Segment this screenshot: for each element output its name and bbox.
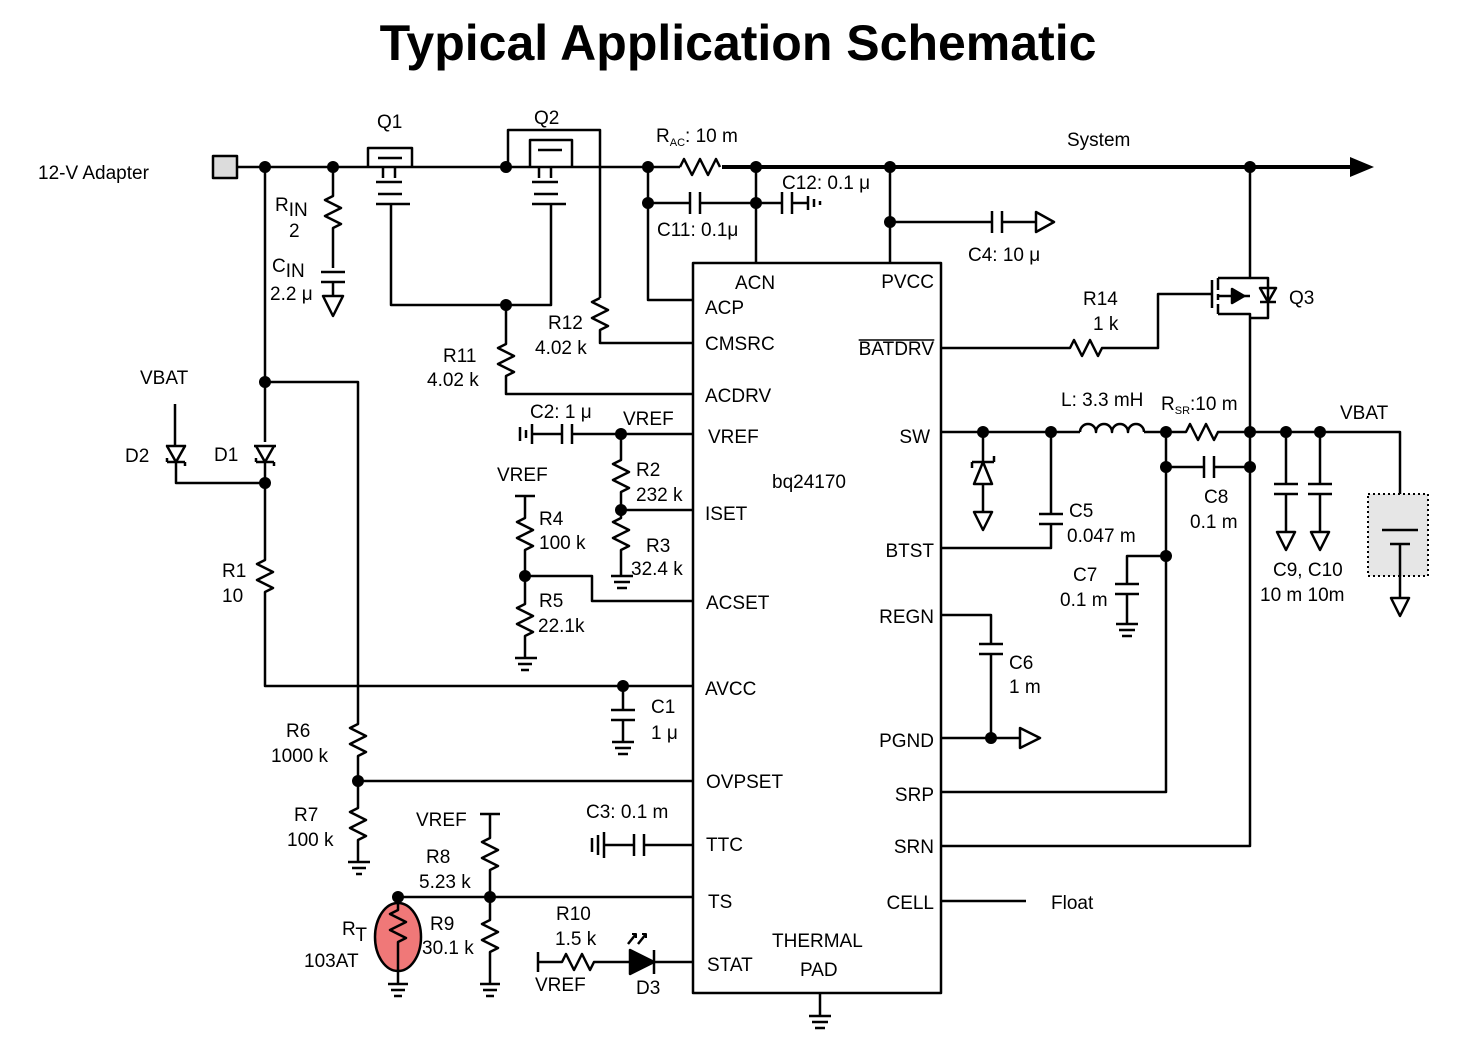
label-c7: C7 <box>1073 565 1097 586</box>
label-r5: R5 <box>539 591 563 612</box>
label-q3: Q3 <box>1289 288 1314 309</box>
net-vref-r8: VREF <box>416 810 467 831</box>
label-r1: R1 <box>222 561 246 582</box>
label-r3: R3 <box>646 536 670 557</box>
label-rin: RIN <box>275 195 308 221</box>
label-c3: C3: 0.1 m <box>586 802 668 823</box>
label-r6: R6 <box>286 721 310 742</box>
label-r6-value: 1000 k <box>271 746 329 767</box>
label-q1: Q1 <box>377 112 402 133</box>
net-vref-r4: VREF <box>497 465 548 486</box>
ic-pin-labels: ACN ACP CMSRC ACDRV VREF ISET ACSET AVCC… <box>705 272 934 981</box>
label-c11: C11: 0.1μ <box>657 220 738 241</box>
pin-acp: ACP <box>705 298 744 319</box>
label-c5-value: 0.047 m <box>1067 526 1136 547</box>
label-r2: R2 <box>636 460 660 481</box>
label-rac: RAC: 10 m <box>656 126 738 149</box>
label-inductor: L: 3.3 mH <box>1061 390 1143 411</box>
label-c9-c10-value: 10 m 10m <box>1260 585 1344 606</box>
pin-regn: REGN <box>879 607 934 628</box>
label-r3-value: 32.4 k <box>631 559 683 580</box>
pin-vref: VREF <box>708 427 759 448</box>
pin-cell: CELL <box>886 893 934 914</box>
label-r10-value: 1.5 k <box>555 929 597 950</box>
net-float: Float <box>1051 893 1094 914</box>
label-c8: C8 <box>1204 487 1228 508</box>
pin-pgnd: PGND <box>879 731 934 752</box>
net-vref-c2: VREF <box>623 409 674 430</box>
label-r4-value: 100 k <box>539 533 586 554</box>
pin-cmsrc: CMSRC <box>705 334 775 355</box>
pin-iset: ISET <box>705 504 748 525</box>
label-c1-value: 1 μ <box>651 723 678 744</box>
label-c6-value: 1 m <box>1009 677 1041 698</box>
label-r1-value: 10 <box>222 586 243 607</box>
label-r2-value: 232 k <box>636 485 683 506</box>
label-d1: D1 <box>214 445 238 466</box>
battery-pack <box>1367 493 1429 577</box>
pin-acn: ACN <box>735 273 775 294</box>
pin-btst: BTST <box>885 541 934 562</box>
junction-dots <box>259 161 1326 903</box>
label-rt-value: 103AT <box>304 951 359 972</box>
thermal-label-1: THERMAL <box>772 931 863 952</box>
pin-srp: SRP <box>895 785 934 806</box>
pin-srn: SRN <box>894 837 934 858</box>
label-rsr: RSR:10 m <box>1161 394 1238 417</box>
label-r11: R11 <box>443 346 476 367</box>
label-c5: C5 <box>1069 501 1093 522</box>
label-r14: R14 <box>1083 289 1118 310</box>
pin-ts: TS <box>708 892 732 913</box>
pin-stat: STAT <box>707 955 753 976</box>
pin-acset: ACSET <box>706 593 770 614</box>
label-r9-value: 30.1 k <box>422 938 474 959</box>
label-r10: R10 <box>556 904 591 925</box>
label-c4: C4: 10 μ <box>968 245 1040 266</box>
pin-acdrv: ACDRV <box>705 386 771 407</box>
net-vbat-right: VBAT <box>1340 403 1389 424</box>
pin-batdrv: BATDRV <box>859 339 935 360</box>
label-d3: D3 <box>636 978 660 999</box>
label-r11-value: 4.02 k <box>427 370 479 391</box>
wires <box>165 128 1429 1030</box>
label-c2: C2: 1 μ <box>530 402 592 423</box>
label-c6: C6 <box>1009 653 1033 674</box>
label-c9-c10: C9, C10 <box>1273 560 1343 581</box>
label-r9: R9 <box>430 914 454 935</box>
pin-avcc: AVCC <box>705 679 756 700</box>
label-c12: C12: 0.1 μ <box>782 173 870 194</box>
net-vref-r10: VREF <box>535 975 586 996</box>
label-rt: RT <box>342 919 367 946</box>
label-c8-value: 0.1 m <box>1190 512 1238 533</box>
label-r14-value: 1 k <box>1093 314 1119 335</box>
label-cin: CIN <box>272 256 305 282</box>
pin-ovpset: OVPSET <box>706 772 783 793</box>
page-title: Typical Application Schematic <box>379 15 1097 71</box>
pin-pvcc: PVCC <box>881 272 934 293</box>
label-rin-value: 2 <box>289 221 300 242</box>
label-r8: R8 <box>426 847 450 868</box>
net-adapter: 12-V Adapter <box>38 163 150 184</box>
label-cin-value: 2.2 μ <box>270 284 313 305</box>
label-r5-value: 22.1k <box>538 616 585 637</box>
label-r12: R12 <box>548 313 583 334</box>
pin-ttc: TTC <box>706 835 743 856</box>
ic-part-number: bq24170 <box>772 472 846 493</box>
net-system: System <box>1067 130 1130 151</box>
label-r12-value: 4.02 k <box>535 338 587 359</box>
label-c7-value: 0.1 m <box>1060 590 1108 611</box>
label-d2: D2 <box>125 446 149 467</box>
label-r4: R4 <box>539 509 564 530</box>
pin-sw: SW <box>899 427 930 448</box>
label-c1: C1 <box>651 697 675 718</box>
label-r8-value: 5.23 k <box>419 872 471 893</box>
label-q2: Q2 <box>534 108 559 129</box>
label-r7: R7 <box>294 805 318 826</box>
thermal-label-2: PAD <box>800 960 838 981</box>
label-r7-value: 100 k <box>287 830 334 851</box>
net-vbat-left: VBAT <box>140 368 189 389</box>
